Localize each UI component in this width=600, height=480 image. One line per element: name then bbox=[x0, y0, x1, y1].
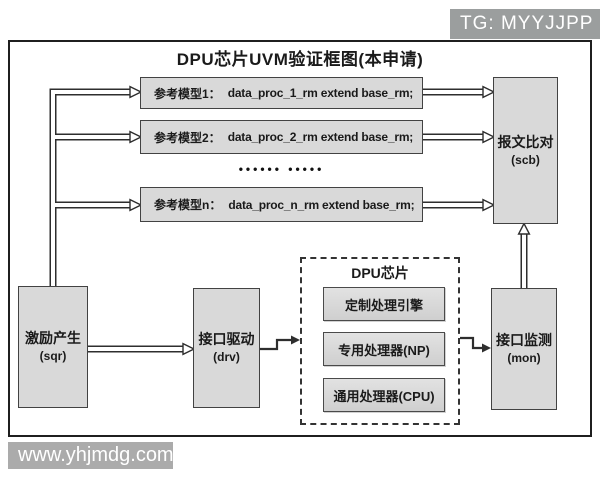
ref-model-n-code: data_proc_n_rm extend base_rm; bbox=[228, 197, 415, 212]
sequencer-tag: (sqr) bbox=[39, 349, 67, 364]
sequencer-name: 激励产生 bbox=[25, 330, 81, 347]
scoreboard-box: 报文比对 (scb) bbox=[493, 77, 558, 224]
tg-badge: TG: MYYJJPP bbox=[450, 9, 600, 39]
ref-model-2-code: data_proc_2_rm extend base_rm; bbox=[227, 130, 414, 144]
scoreboard-tag: (scb) bbox=[511, 152, 540, 167]
dpu-component-custom-engine: 定制处理引擎 bbox=[323, 287, 445, 321]
driver-box: 接口驱动 (drv) bbox=[193, 288, 260, 408]
dpu-component-cpu: 通用处理器(CPU) bbox=[323, 378, 445, 412]
driver-name: 接口驱动 bbox=[198, 331, 255, 348]
dpu-chip-title: DPU芯片 bbox=[351, 265, 409, 281]
ref-model-1-code: data_proc_1_rm extend base_rm; bbox=[227, 86, 414, 100]
ref-model-n-box: 参考模型n： data_proc_n_rm extend base_rm; bbox=[140, 187, 423, 222]
diagram-title: DPU芯片UVM验证框图(本申请) bbox=[176, 50, 424, 69]
driver-tag: (drv) bbox=[213, 350, 240, 365]
dpu-chip-container: DPU芯片 定制处理引擎 专用处理器(NP) 通用处理器(CPU) bbox=[300, 257, 460, 425]
ref-model-1-label: 参考模型1： bbox=[154, 86, 221, 101]
ref-model-1-box: 参考模型1： data_proc_1_rm extend base_rm; bbox=[140, 77, 423, 109]
monitor-box: 接口监测 (mon) bbox=[491, 288, 557, 410]
ellipsis-dots: •••••• ••••• bbox=[238, 162, 325, 176]
watermark: www.yhjmdg.com bbox=[8, 442, 174, 469]
monitor-tag: (mon) bbox=[507, 351, 541, 366]
monitor-name: 接口监测 bbox=[496, 332, 552, 349]
scoreboard-name: 报文比对 bbox=[497, 133, 554, 150]
ref-model-n-label: 参考模型n： bbox=[154, 198, 222, 212]
dpu-component-np: 专用处理器(NP) bbox=[323, 332, 445, 366]
ref-model-2-box: 参考模型2： data_proc_2_rm extend base_rm; bbox=[140, 120, 423, 154]
ref-model-2-label: 参考模型2： bbox=[154, 130, 221, 145]
sequencer-box: 激励产生 (sqr) bbox=[18, 286, 88, 408]
